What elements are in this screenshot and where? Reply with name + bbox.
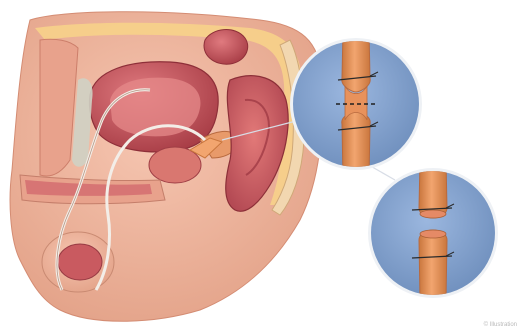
testis [58, 244, 102, 280]
watermark: © Illustration [484, 322, 517, 328]
prostate [149, 147, 201, 183]
callout-bottom [368, 160, 498, 300]
colon-loop [204, 30, 248, 65]
